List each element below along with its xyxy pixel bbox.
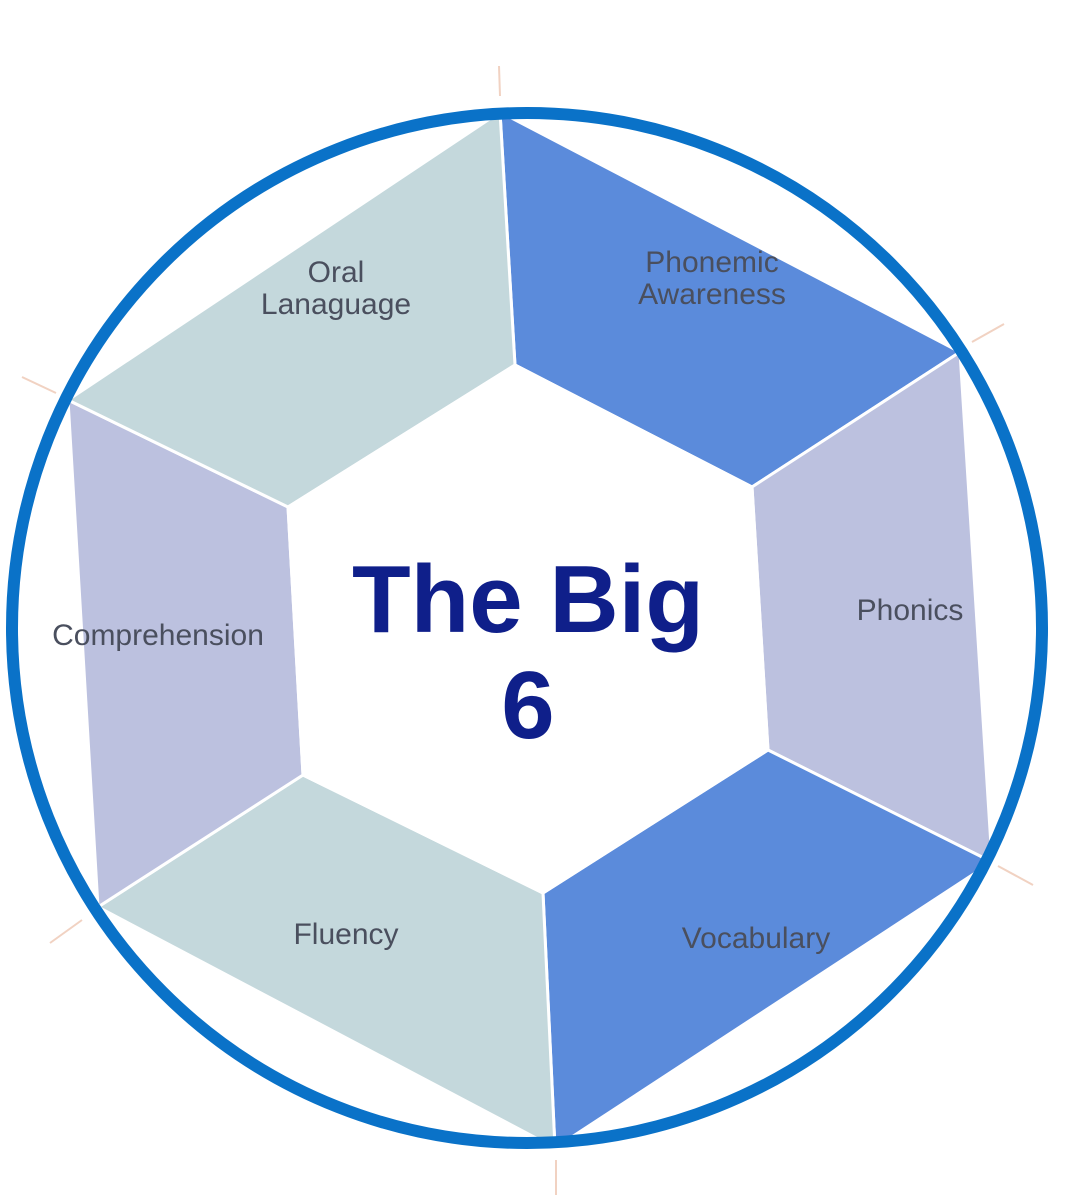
center-title-line-2: 6 [501,652,554,759]
label-comprehension: Comprehension [52,619,264,652]
tick-mark [971,323,1005,343]
center-hexagon [286,363,770,895]
outer-ring [6,107,1048,1149]
label-fluency: Fluency [293,918,398,951]
label-phonemic-awareness-line-2: Awareness [638,278,786,311]
tick-mark [997,865,1034,886]
label-oral-language-line-1: Oral [308,256,365,289]
outer-ticks [21,65,1034,1195]
tick-mark [21,376,57,394]
label-vocabulary: Vocabulary [682,922,830,955]
label-phonemic-awareness-line-1: Phonemic [645,246,778,279]
tick-mark [49,919,83,944]
tick-mark [498,65,501,97]
label-oral-language-line-2: Lanaguage [261,288,411,321]
label-phonics: Phonics [857,594,964,627]
center-title-line-1: The Big [352,546,704,653]
segments-group [66,110,994,1150]
